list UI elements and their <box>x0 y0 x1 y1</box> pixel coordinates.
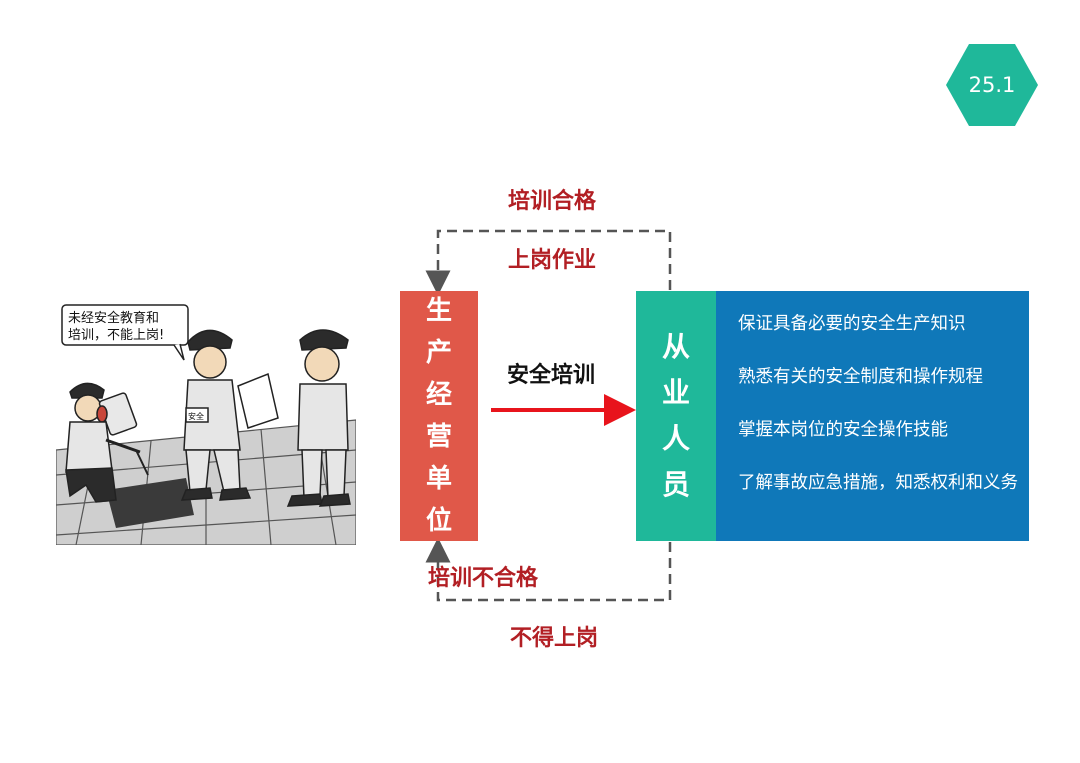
bubble-line-1: 未经安全教育和 <box>68 310 159 326</box>
employee-char: 人 <box>661 422 690 455</box>
unit-char: 经 <box>425 380 452 410</box>
welder-figure <box>65 382 149 503</box>
unit-char: 生 <box>425 296 452 326</box>
requirement-item: 掌握本岗位的安全操作技能 <box>738 420 948 440</box>
safety-training-label: 安全培训 <box>507 363 596 388</box>
label-training-fail: 培训不合格 <box>428 566 539 591</box>
speech-bubble: 未经安全教育和 培训，不能上岗! <box>61 304 189 361</box>
unit-char: 产 <box>425 338 452 368</box>
bubble-line-2: 培训，不能上岗! <box>68 327 164 343</box>
requirement-item: 熟悉有关的安全制度和操作规程 <box>738 367 983 387</box>
instructor-figure: 安全 <box>180 329 279 501</box>
production-unit-box: 生 产 经 营 单 位 <box>400 291 478 541</box>
requirement-item: 了解事故应急措施，知悉权利和义务 <box>738 473 1018 493</box>
page-number-badge: 25.1 <box>946 44 1038 126</box>
label-no-duty: 不得上岗 <box>510 626 599 651</box>
requirements-box: 保证具备必要的安全生产知识 熟悉有关的安全制度和操作规程 掌握本岗位的安全操作技… <box>716 291 1029 541</box>
employee-char: 员 <box>661 468 690 501</box>
armband-text: 安全 <box>188 411 204 421</box>
unit-char: 单 <box>425 464 452 494</box>
employee-char: 从 <box>661 330 690 363</box>
employee-char: 业 <box>661 376 690 409</box>
requirement-item: 保证具备必要的安全生产知识 <box>738 314 966 334</box>
label-on-duty: 上岗作业 <box>508 248 597 273</box>
worker-figure <box>286 329 351 507</box>
page-number: 25.1 <box>968 73 1016 97</box>
unit-char: 营 <box>425 422 452 452</box>
employee-box: 从 业 人 员 <box>636 291 716 541</box>
safety-cartoon-illustration: 未经安全教育和 培训，不能上岗! 安全 <box>56 304 356 545</box>
label-training-pass: 培训合格 <box>508 189 597 214</box>
unit-char: 位 <box>425 506 452 536</box>
